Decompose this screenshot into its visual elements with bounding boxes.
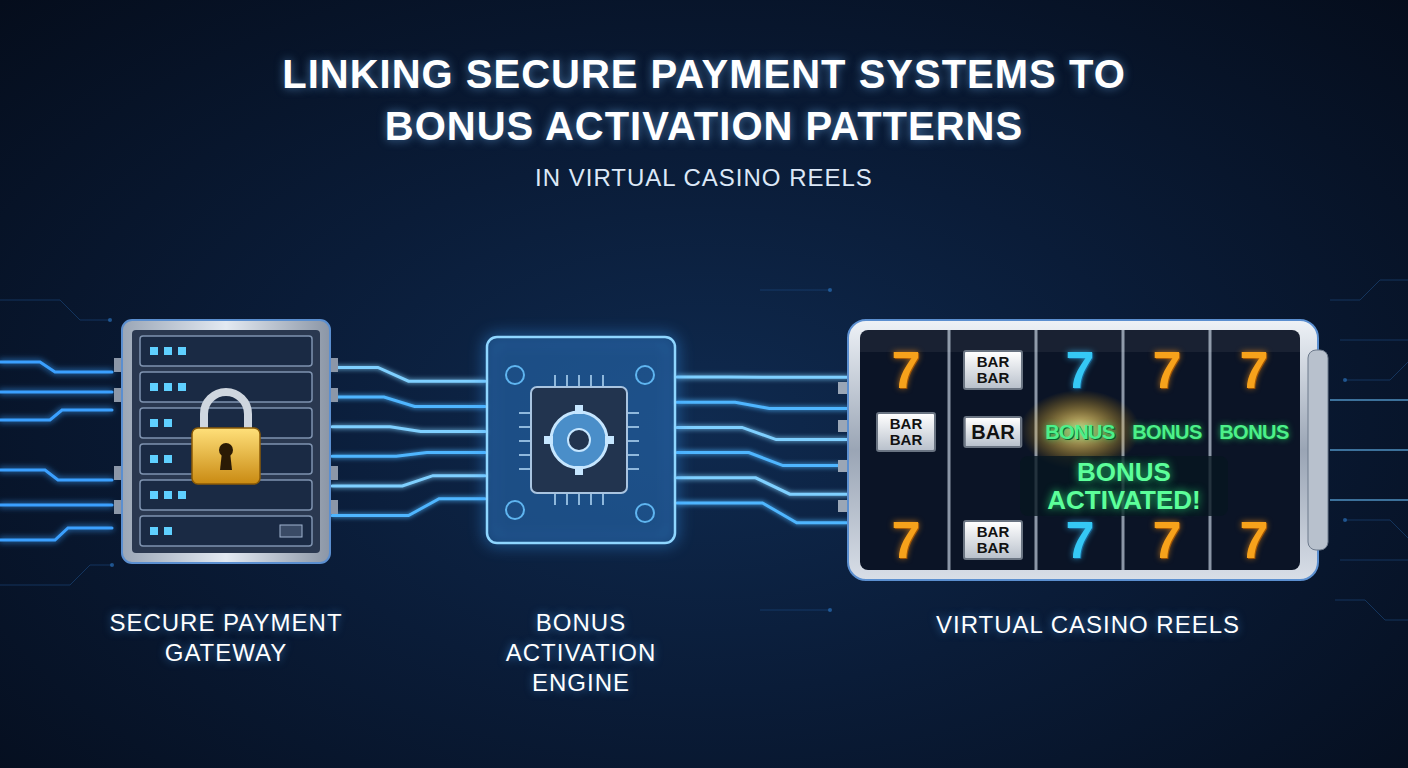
wire-bundle bbox=[677, 377, 848, 523]
double-bar-symbol: BAR BAR bbox=[963, 520, 1023, 560]
wire-line bbox=[332, 367, 485, 381]
wire-line bbox=[332, 499, 485, 516]
diagram-title: LINKING SECURE PAYMENT SYSTEMS TO BONUS … bbox=[264, 48, 1144, 152]
node-label: VIRTUAL CASINO REELS bbox=[838, 610, 1338, 640]
wire-line bbox=[677, 376, 848, 379]
seven-symbol: 7 bbox=[892, 343, 921, 397]
wire-line bbox=[677, 503, 848, 523]
wire-line bbox=[677, 427, 848, 439]
double-bar-symbol: BAR BAR bbox=[876, 412, 936, 452]
seven-symbol: 7 bbox=[1066, 343, 1095, 397]
double-bar-symbol: BAR BAR bbox=[963, 350, 1023, 390]
bonus-symbol: BONUS bbox=[1045, 420, 1115, 444]
seven-symbol: 7 bbox=[1240, 343, 1269, 397]
wire-line bbox=[332, 453, 485, 457]
server-rack: SECURE PAYMENT GATEWAY bbox=[120, 318, 332, 565]
wire-line bbox=[677, 478, 848, 494]
bonus-symbol: BONUS bbox=[1132, 420, 1202, 444]
server-rack-shape bbox=[120, 318, 332, 565]
bonus-banner: BONUS ACTIVATED! bbox=[1020, 456, 1228, 516]
seven-symbol: 7 bbox=[1153, 513, 1182, 567]
seven-symbol: 7 bbox=[892, 513, 921, 567]
wire-line bbox=[332, 427, 485, 432]
node-label: SECURE PAYMENT GATEWAY bbox=[76, 608, 376, 668]
seven-symbol: 7 bbox=[1066, 513, 1095, 567]
node-label: BONUS ACTIVATION ENGINE bbox=[476, 608, 686, 698]
bonus-symbol: BONUS bbox=[1219, 420, 1289, 444]
bar-symbol: BAR bbox=[963, 416, 1022, 448]
seven-symbol: 7 bbox=[1240, 513, 1269, 567]
processor-chip-shape bbox=[485, 335, 677, 545]
subtitle: IN VIRTUAL CASINO REELS bbox=[535, 163, 873, 193]
wire-line bbox=[677, 402, 848, 408]
wire-line bbox=[677, 453, 848, 466]
wire-bundle bbox=[332, 367, 485, 515]
wire-line bbox=[332, 476, 485, 486]
seven-symbol: 7 bbox=[1153, 343, 1182, 397]
processor-chip: BONUS ACTIVATION ENGINE bbox=[485, 335, 677, 545]
wire-line bbox=[332, 397, 485, 406]
slot-reel-box: VIRTUAL CASINO REELS7BAR BAR777BAR BARBA… bbox=[848, 320, 1328, 580]
